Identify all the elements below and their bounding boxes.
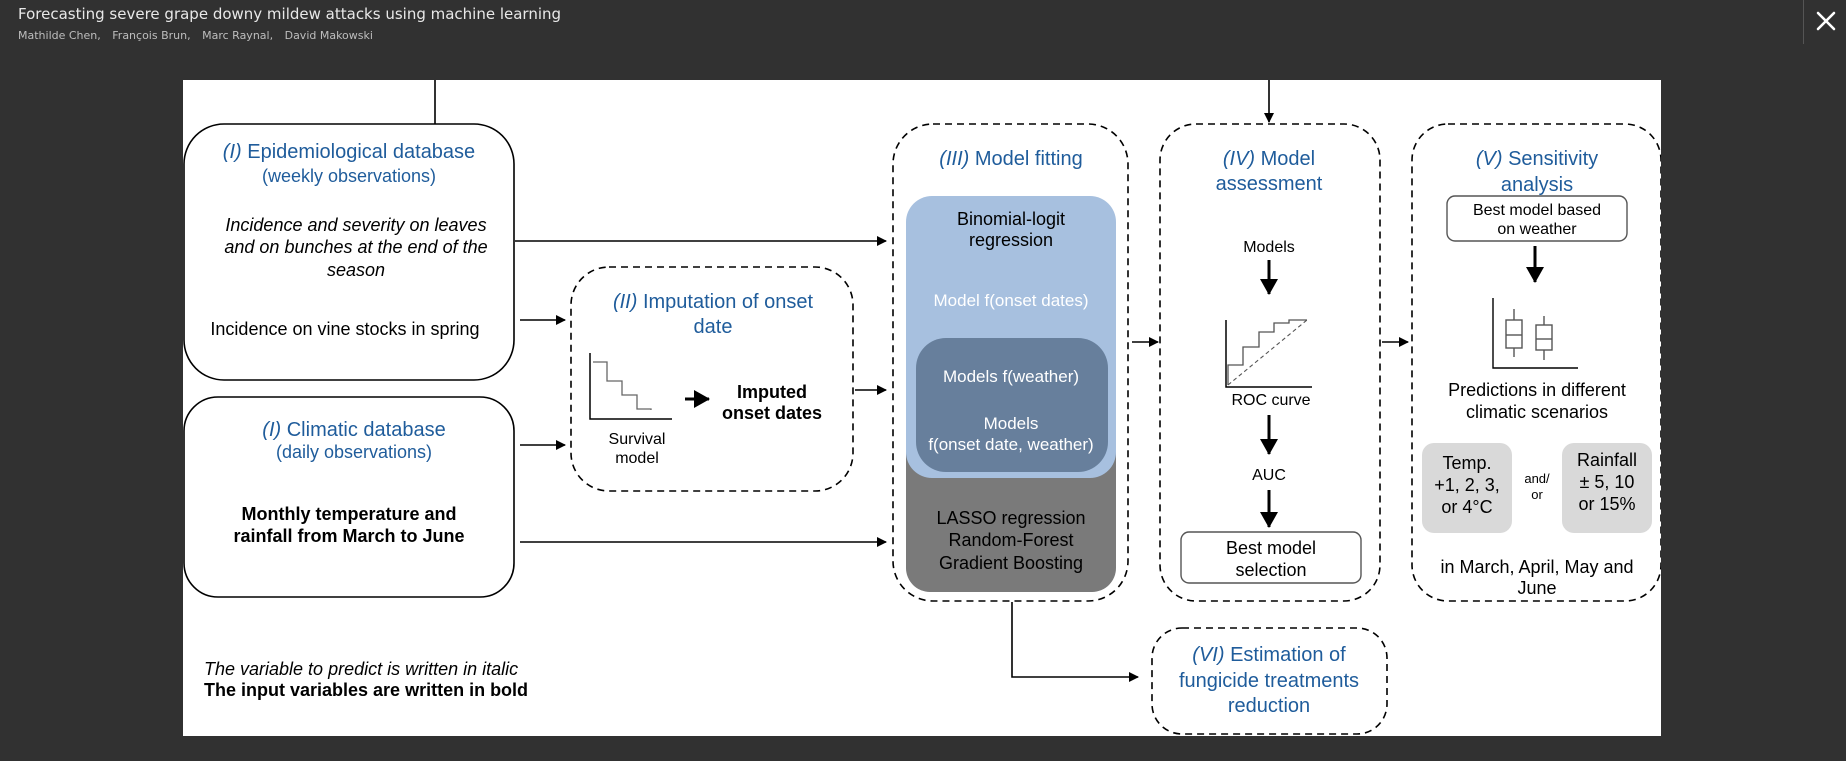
models-weather-label: Models f(weather): [943, 367, 1079, 386]
legend-italic: The variable to predict is written in it…: [204, 659, 518, 679]
months-label: June: [1517, 578, 1556, 598]
andor-label: and/: [1524, 471, 1550, 486]
sensitivity-analysis-box: (V) Sensitivity analysis Best model base…: [1411, 123, 1662, 602]
binomial-label: Binomial-logit: [957, 209, 1065, 229]
predictions-label: Predictions in different: [1448, 380, 1626, 400]
climatic-database-box: (I) Climatic database (daily observation…: [183, 396, 515, 598]
epidemiological-database-box: (I) Epidemiological database (weekly obs…: [183, 123, 515, 381]
box-title: (I) Climatic database: [262, 419, 445, 441]
best-model-box: [1180, 531, 1362, 584]
method-label: Random-Forest: [948, 530, 1073, 550]
model-assessment-box: (IV) Model assessment Models ROC curve A…: [1159, 123, 1381, 602]
bold-line: rainfall from March to June: [233, 526, 464, 546]
estimation-box: (VI) Estimation of fungicide treatments …: [1151, 627, 1388, 735]
temp-label: Temp.: [1442, 453, 1491, 473]
roc-label: ROC curve: [1231, 392, 1310, 409]
window-title: Forecasting severe grape downy mildew at…: [18, 5, 562, 23]
survival-curve-icon: [589, 353, 672, 420]
model-fitting-box: (III) Model fitting Binomial-logit regre…: [892, 123, 1129, 602]
best-model-label: selection: [1235, 560, 1306, 580]
months-label: in March, April, May and: [1440, 557, 1633, 577]
binomial-label: regression: [969, 230, 1053, 250]
italic-line: and on bunches at the end of the: [224, 237, 487, 257]
box-subtitle: (weekly observations): [262, 166, 436, 186]
author-name: François Brun,: [112, 29, 191, 42]
andor-label: or: [1531, 487, 1543, 502]
rainfall-label: Rainfall: [1577, 450, 1637, 470]
italic-line: season: [327, 260, 385, 280]
author-list: Mathilde Chen, François Brun, Marc Rayna…: [18, 29, 381, 42]
imputed-label: onset dates: [722, 403, 822, 423]
box-title: (V) Sensitivity: [1476, 148, 1598, 170]
author-name: David Makowski: [284, 29, 373, 42]
author-name: Mathilde Chen,: [18, 29, 101, 42]
imputed-label: Imputed: [737, 382, 807, 402]
stocks-text: Incidence on vine stocks in spring: [210, 319, 479, 339]
author-name: Marc Raynal,: [202, 29, 274, 42]
temp-label: or 4°C: [1441, 497, 1492, 517]
box-title: (II) Imputation of onset: [613, 291, 814, 313]
temp-label: +1, 2, 3,: [1434, 475, 1500, 495]
method-label: Gradient Boosting: [939, 553, 1083, 573]
box-title: (III) Model fitting: [939, 148, 1082, 170]
best-weather-label: Best model based: [1473, 202, 1601, 219]
box-subtitle: (daily observations): [276, 442, 432, 462]
best-model-label: Best model: [1226, 538, 1316, 558]
box-title-line: reduction: [1228, 695, 1310, 717]
imputation-box: (II) Imputation of onset date Survival m…: [570, 266, 854, 492]
roc-curve-icon: [1225, 319, 1312, 388]
connector-arrow: [1011, 602, 1139, 682]
survival-label: model: [615, 450, 659, 467]
boxplot-icon: [1492, 298, 1578, 369]
survival-label: Survival: [609, 431, 666, 448]
models-both-label: Models: [984, 414, 1039, 433]
models-both-label: f(onset date, weather): [928, 435, 1093, 454]
italic-line: Incidence and severity on leaves: [225, 215, 486, 235]
box-title: (VI) Estimation of: [1192, 644, 1346, 666]
box-title: (IV) Model: [1223, 148, 1315, 170]
temp-box: [1422, 443, 1512, 533]
box-title-line: date: [694, 316, 733, 338]
bold-line: Monthly temperature and: [241, 504, 456, 524]
method-label: LASSO regression: [936, 508, 1085, 528]
rainfall-label: or 15%: [1578, 494, 1635, 514]
box-title-line: assessment: [1216, 173, 1323, 195]
predictions-label: climatic scenarios: [1466, 402, 1608, 422]
models-label: Models: [1243, 239, 1295, 256]
rainfall-box: [1562, 443, 1652, 533]
legend-bold: The input variables are written in bold: [204, 680, 528, 700]
rainfall-label: ± 5, 10: [1580, 472, 1635, 492]
best-weather-box: [1446, 195, 1628, 242]
box-title-line: analysis: [1501, 174, 1573, 196]
close-icon: [1816, 11, 1836, 31]
close-button[interactable]: [1803, 0, 1846, 44]
box-title: (I) Epidemiological database: [223, 141, 475, 163]
mid-blue-box: [916, 338, 1108, 472]
box-title-line: fungicide treatments: [1179, 670, 1359, 692]
figure-image: (I) Epidemiological database (weekly obs…: [183, 80, 1662, 736]
auc-label: AUC: [1252, 467, 1286, 484]
best-weather-label: on weather: [1497, 221, 1577, 238]
model-onset-label: Model f(onset dates): [934, 291, 1089, 310]
